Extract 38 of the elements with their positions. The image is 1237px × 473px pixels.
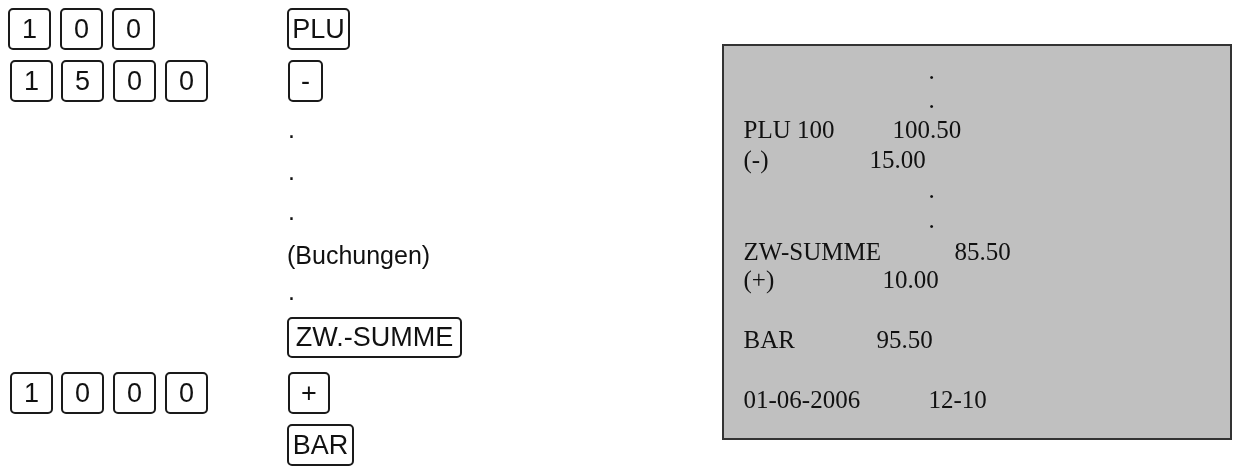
ellipsis-dot: . [928,176,935,202]
ellipsis-dot: . [928,86,935,112]
keypad-key: BAR [287,424,354,466]
keypad-key: 0 [112,8,155,50]
ellipsis-dot: . [288,279,295,304]
receipt-item-label: PLU 100 [743,116,835,142]
keypad-key: 0 [61,372,104,414]
ellipsis-dot: . [288,117,295,142]
receipt-time: 12-10 [928,386,987,412]
keypad-key: ZW.-SUMME [287,317,462,358]
receipt-panel [722,44,1232,440]
ellipsis-dot: . [288,199,295,224]
receipt-amount: 100.50 [892,116,962,142]
keypad-key: 0 [165,60,208,102]
keypad-key: 0 [113,372,156,414]
receipt-item-label: BAR [743,326,795,352]
receipt-item-label: ZW-SUMME [743,238,881,264]
note-text: (Buchungen) [287,243,431,268]
receipt-amount: 85.50 [954,238,1011,264]
keypad-key: - [288,60,323,102]
ellipsis-dot: . [288,159,295,184]
receipt-item-label: (+) [743,266,775,292]
receipt-item-label: (-) [743,146,769,172]
receipt-amount: 10.00 [882,266,939,292]
keypad-key: 5 [61,60,104,102]
ellipsis-dot: . [928,57,935,83]
receipt-amount: 95.50 [876,326,933,352]
keypad-key: 0 [60,8,103,50]
keypad-key: 1 [10,372,53,414]
keypad-key: 1 [10,60,53,102]
keypad-key: + [288,372,330,414]
ellipsis-dot: . [928,206,935,232]
keypad-key: PLU [287,8,350,50]
keypad-key: 1 [8,8,51,50]
receipt-amount: 15.00 [869,146,926,172]
keypad-key: 0 [165,372,208,414]
keypad-key: 0 [113,60,156,102]
receipt-date: 01-06-2006 [743,386,861,412]
